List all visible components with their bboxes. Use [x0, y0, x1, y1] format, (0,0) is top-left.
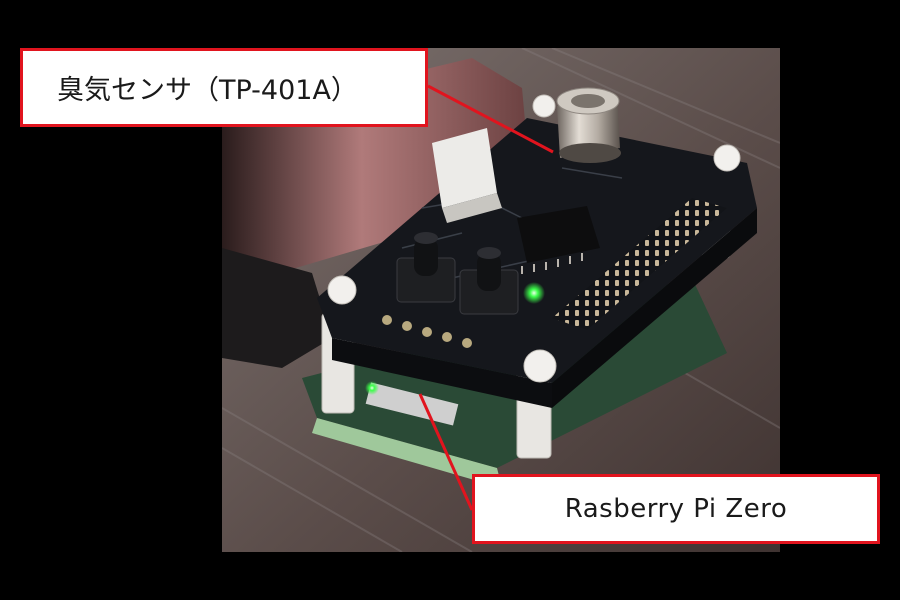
- gpio-header: [552, 198, 727, 330]
- raspberry-pi-callout: Rasberry Pi Zero: [472, 474, 880, 544]
- pi-power-led: [365, 381, 379, 395]
- raspberry-pi-callout-label: Rasberry Pi Zero: [564, 494, 788, 524]
- pcb-edge: [332, 338, 552, 408]
- solder-pads: [382, 315, 472, 348]
- odor-sensor: [556, 87, 621, 163]
- black-cable: [222, 248, 332, 368]
- sensor-callout-label: 臭気センサ（TP-401A）: [57, 75, 358, 106]
- ic-chip: [517, 206, 600, 274]
- tactile-buttons: [396, 232, 519, 315]
- sensor-callout: 臭気センサ（TP-401A）: [20, 48, 428, 127]
- status-led: [523, 282, 545, 304]
- pcb-edge-side: [552, 208, 757, 408]
- wood-grain: [222, 48, 780, 552]
